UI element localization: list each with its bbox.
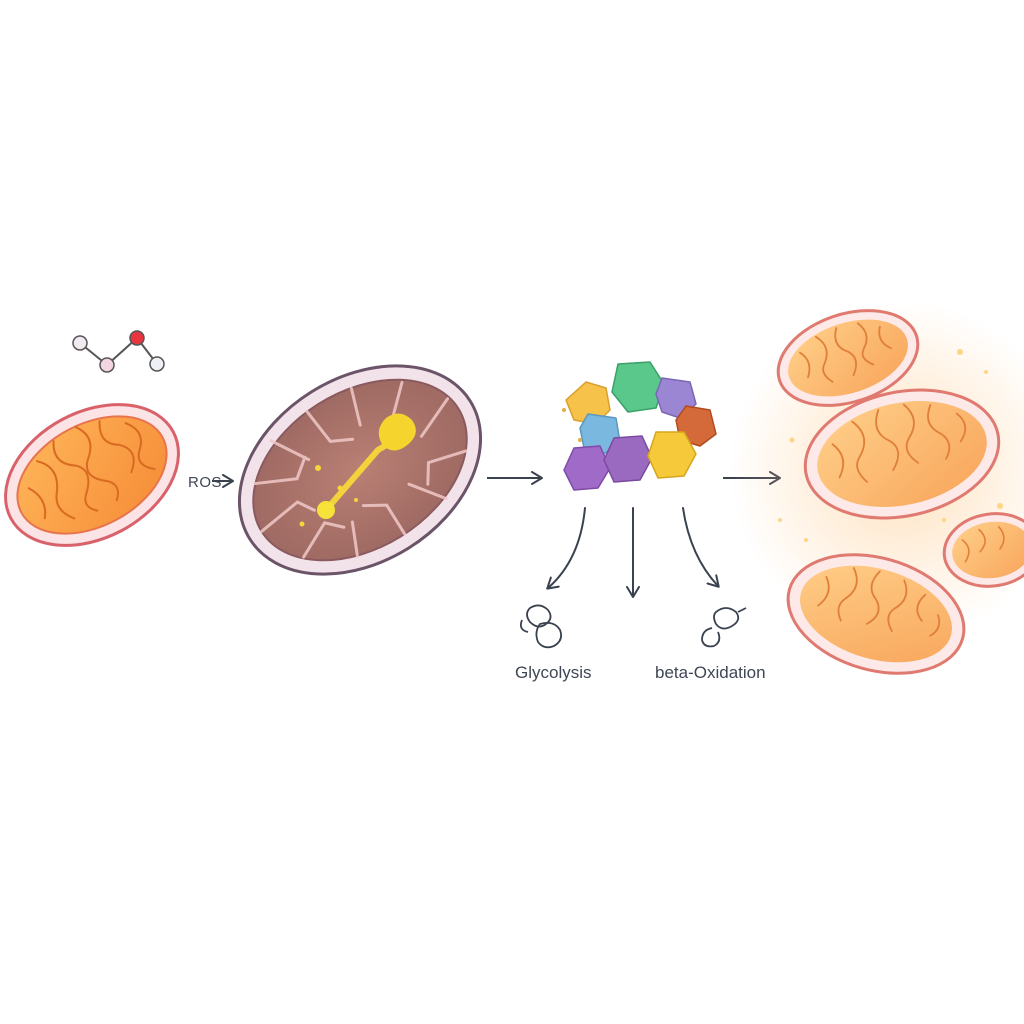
glow-sparkles (778, 349, 1003, 542)
mitochondrion-right-partial (942, 512, 1024, 588)
ros-molecule-icon (72, 330, 165, 373)
protein-complex-cluster (562, 361, 717, 491)
ros-label: ROS (188, 474, 223, 491)
beta-oxidation-icon (701, 607, 747, 648)
beta-oxidation-label: beta-Oxidation (655, 663, 766, 682)
pathway-arrows (546, 507, 720, 598)
healthy-mitochondrion (4, 403, 180, 547)
glycolysis-label: Glycolysis (515, 663, 592, 682)
mitochondrion-top (776, 309, 920, 407)
mitochondrion-bottom (786, 553, 966, 675)
regenerated-mitochondria-cluster (730, 300, 1024, 675)
glycolysis-icon (519, 604, 563, 649)
ros-spark (299, 413, 416, 527)
mitochondrion-middle (803, 388, 1001, 520)
